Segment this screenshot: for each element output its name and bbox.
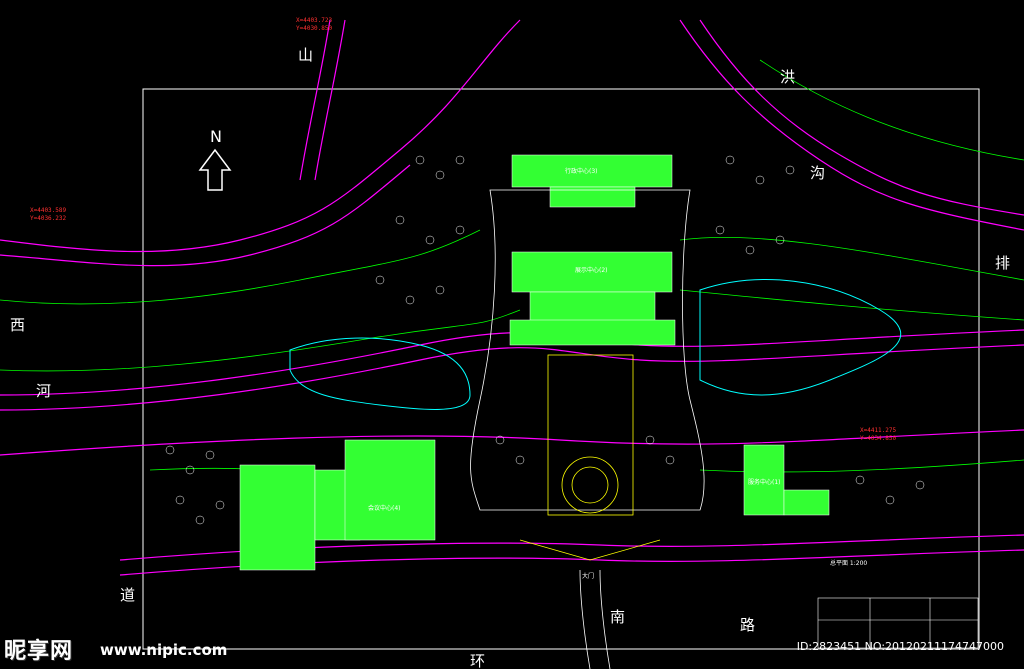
- road-network: [0, 19, 1024, 576]
- road-label-dao: 道: [120, 586, 135, 604]
- watermark-id: ID:2823451 NO:20120211174747000: [796, 640, 1004, 653]
- road-label-lu: 路: [740, 616, 755, 634]
- coord-label: Y=4034.850: [860, 435, 897, 442]
- road-label-huan: 环: [470, 652, 485, 669]
- drawing-frame: [142, 88, 980, 650]
- building-label-service: 服务中心(1): [748, 478, 781, 486]
- water-features: [289, 279, 902, 410]
- building-label-exhibition: 展示中心(2): [575, 266, 608, 274]
- central-plaza: [470, 189, 705, 669]
- road-label-nan: 南: [610, 608, 625, 626]
- building-label-entrance: 大门: [582, 572, 594, 580]
- building-label-art: 会议中心(4): [368, 504, 401, 512]
- road-label-shan: 山: [298, 46, 313, 64]
- coord-label: Y=4030.850: [296, 25, 333, 32]
- building-label-admin: 行政中心(3): [565, 167, 598, 175]
- central-buildings: [239, 154, 830, 571]
- road-label-pai: 排: [995, 254, 1010, 272]
- road-label-hong: 洪: [780, 68, 795, 86]
- coord-label: X=4403.723: [296, 17, 333, 24]
- tree-clusters: [165, 155, 925, 525]
- title-block: [817, 597, 979, 649]
- road-label-gou: 沟: [810, 164, 825, 182]
- road-label-xi: 西: [10, 316, 25, 334]
- watermark-url: www.nipic.com: [100, 641, 228, 659]
- coord-label: Y=4036.232: [30, 215, 67, 222]
- coord-label: X=4403.589: [30, 207, 67, 214]
- road-label-he: 河: [36, 382, 51, 400]
- north-label: N: [210, 127, 222, 146]
- north-arrow-icon: [198, 148, 232, 191]
- scale-note: 总平面 1:200: [830, 559, 867, 567]
- coord-label: X=4411.275: [860, 427, 897, 434]
- watermark-logo: 昵享网: [4, 639, 74, 664]
